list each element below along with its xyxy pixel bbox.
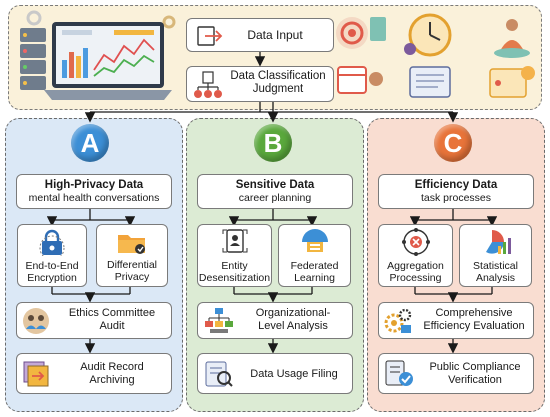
column-c-subtitle: task processes [420, 192, 492, 205]
calendar-icon [337, 66, 383, 94]
folder-privacy-icon [118, 235, 145, 254]
column-a-left-label: End-to-End Encryption [25, 259, 79, 284]
aggregation-icon [401, 228, 430, 256]
column-a-right-box: Differential Privacy [96, 224, 168, 287]
classification-tree-icon [194, 71, 222, 98]
data-input-icon [197, 26, 223, 46]
column-a-step1-label: Ethics Committee Audit [68, 307, 156, 332]
column-b-step2: Data Usage Filing [197, 353, 353, 394]
column-b-left-box: Entity Desensitization [197, 224, 272, 287]
column-c-step1: Comprehensive Efficiency Evaluation [378, 302, 534, 339]
laptop-dashboard-illustration [20, 10, 176, 100]
column-a-left-box: End-to-End Encryption [17, 224, 87, 287]
data-filing-icon [205, 361, 233, 387]
column-c-header: Efficiency Data task processes [378, 174, 534, 209]
column-a-header: High-Privacy Data mental health conversa… [16, 174, 172, 209]
data-classification-box: Data Classification Judgment [186, 66, 334, 102]
column-c-right-box: Statistical Analysis [459, 224, 532, 287]
column-b-header: Sensitive Data career planning [197, 174, 353, 209]
gear-icon [162, 15, 176, 29]
column-b-right-label: Federated Learning [290, 259, 339, 284]
gears-evaluation-icon [384, 308, 412, 333]
column-a-badge: A [71, 124, 109, 162]
meditation-icon [494, 19, 530, 58]
gear-icon [26, 10, 42, 26]
column-b-step2-label: Data Usage Filing [250, 368, 338, 380]
column-c-step1-label: Comprehensive Efficiency Evaluation [423, 307, 525, 332]
column-a-subtitle: mental health conversations [28, 192, 160, 205]
data-classification-label: Data Classification Judgment [230, 70, 326, 96]
column-c-left-label: Aggregation Processing [387, 259, 444, 284]
target-icon [336, 17, 386, 49]
column-b-left-label: Entity Desensitization [198, 259, 271, 284]
column-b-subtitle: career planning [238, 192, 312, 205]
column-a-right-label: Differential Privacy [107, 258, 157, 283]
column-b-step1-label: Organizational- Level Analysis [255, 307, 331, 332]
column-a-step2: Audit Record Archiving [16, 353, 172, 394]
clock-icon [404, 13, 452, 57]
column-c-right-label: Statistical Analysis [473, 259, 518, 284]
compliance-verification-icon [385, 360, 413, 386]
column-a-title: High-Privacy Data [44, 179, 144, 191]
entity-id-icon [222, 229, 247, 253]
committee-people-icon [23, 308, 49, 334]
column-b-right-box: Federated Learning [278, 224, 351, 287]
column-b-step1: Organizational- Level Analysis [197, 302, 353, 339]
column-b-badge: B [254, 124, 292, 162]
laptop-icon [44, 22, 172, 100]
data-input-box: Data Input [186, 18, 334, 52]
column-a-step2-label: Audit Record Archiving [80, 361, 144, 386]
column-c-step2-label: Public Compliance Verification [429, 361, 521, 386]
server-rack-icon [20, 28, 46, 90]
statistics-chart-icon [485, 230, 511, 254]
federated-learning-icon [301, 229, 328, 252]
column-c-badge: C [434, 124, 472, 162]
data-input-label: Data Input [247, 28, 303, 42]
schedule-icon [489, 66, 535, 98]
planner-icon [409, 66, 451, 98]
people-illustrations [336, 13, 535, 98]
archive-folders-icon [23, 361, 49, 387]
column-a-step1: Ethics Committee Audit [16, 302, 172, 339]
column-c-left-box: Aggregation Processing [378, 224, 453, 287]
column-c-step2: Public Compliance Verification [378, 353, 534, 394]
org-chart-icon [205, 308, 233, 333]
lock-icon [39, 229, 65, 261]
column-b-title: Sensitive Data [235, 179, 315, 191]
column-c-title: Efficiency Data [414, 179, 498, 191]
